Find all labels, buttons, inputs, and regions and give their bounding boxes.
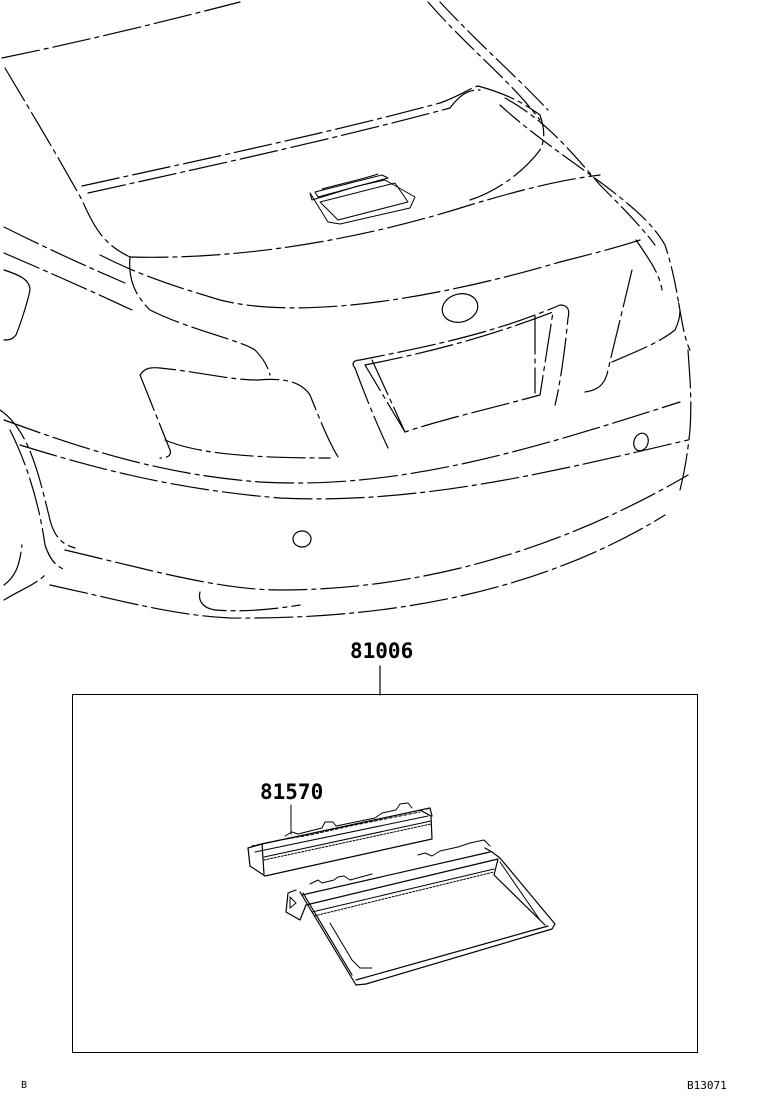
- assembly-box: [72, 694, 698, 1053]
- high-mount-lamp-in-situ: [309, 173, 416, 225]
- footer-left-mark: B: [21, 1080, 28, 1091]
- car-rear-illustration: [0, 1, 692, 619]
- component-part-number-81570[interactable]: 81570: [260, 780, 324, 804]
- assembly-part-number[interactable]: 81006: [350, 639, 414, 663]
- figure-code: B13071: [687, 1079, 727, 1092]
